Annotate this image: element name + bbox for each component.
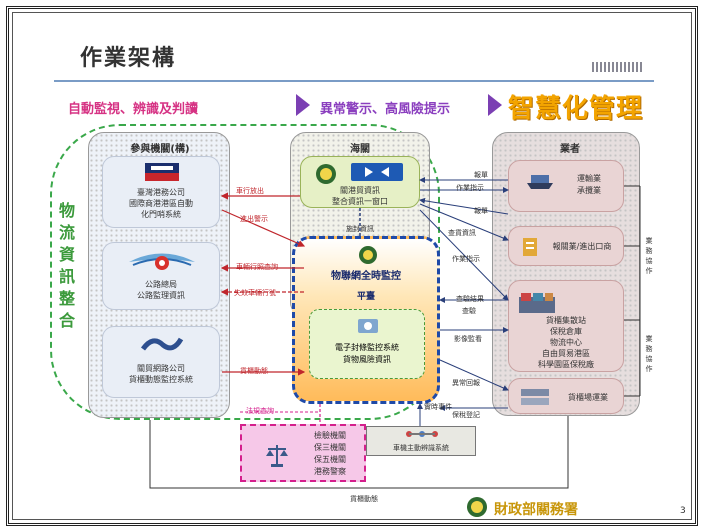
highway-bureau-box: 公路總局 公路監理資訊: [102, 242, 220, 310]
warehouse-line-4: 自由貿易港區: [542, 349, 590, 358]
tradevan-line-2: 貨櫃動態監控系統: [129, 375, 193, 384]
tradevan-box: 關貿網路公司 貨櫃動態監控系統: [102, 326, 220, 398]
iot-monitoring-platform: 物聯網全時監控 平臺 電子封條監控系統 貨物風險資訊: [292, 236, 440, 404]
customs-portal-line-2: 整合資訊一窗口: [332, 197, 388, 206]
side-title-char: 整: [58, 289, 75, 308]
enforcement-line-2: 保三機關: [314, 443, 346, 452]
flow-label: 保稅登記: [452, 411, 480, 419]
warehouse-line-5: 科學園區保稅廠: [538, 360, 594, 369]
platform-title: 物聯網全時監控: [331, 271, 401, 282]
flow-label: 查驗結果: [456, 295, 484, 303]
platform-subtitle: 平臺: [356, 292, 375, 302]
banner-step-1: 自動監視、辨識及判讀: [68, 102, 199, 117]
footer-agency: 財政部關務署: [494, 502, 578, 518]
container-yard-icon: [519, 293, 555, 313]
banner: 自動監視、辨識及判讀 異常警示、高風險提示 智慧化管理: [68, 92, 658, 124]
carrier-box: 運輸業 承攬業: [508, 160, 624, 212]
customs-emblem-icon: [359, 246, 377, 264]
enforcement-line-4: 港務警察: [314, 467, 346, 476]
e-seal-line-1: 電子封條監控系統: [335, 343, 399, 352]
flow-label: 業務協作: [645, 237, 653, 275]
customs-emblem-icon: [467, 497, 487, 517]
banner-step-3: 智慧化管理: [508, 94, 644, 124]
column-head-customs: 海關: [350, 144, 370, 155]
containers-icon: [521, 389, 549, 405]
broker-line-1: 報關業/進出口商: [552, 242, 612, 251]
decorative-dots: [592, 62, 644, 72]
tradevan-logo-icon: [140, 337, 184, 351]
transport-box: 貨櫃場運業: [508, 378, 624, 414]
port-company-box: 臺灣港務公司 國際商港港區自動 化門哨系統: [102, 156, 220, 228]
slide-inner-frame: [12, 12, 692, 520]
flow-label: 報單: [474, 171, 488, 179]
transport-line-1: 貨櫃場運業: [568, 393, 608, 402]
flow-label: 業務協作: [645, 335, 653, 373]
warehouse-line-3: 物流中心: [550, 338, 582, 347]
flow-label: 貨櫃動態: [240, 367, 268, 375]
network-icon: [358, 319, 378, 333]
page-number: 3: [680, 506, 686, 516]
flow-label: 影像監看: [454, 335, 482, 343]
document-icon: [523, 238, 537, 256]
flow-label: 異常回報: [452, 379, 480, 387]
side-title-char: 資: [58, 245, 75, 264]
side-title-char: 物: [58, 201, 75, 220]
flow-label: 貨櫃動態: [350, 495, 378, 503]
port-company-line-3: 化門哨系統: [141, 210, 181, 219]
customs-portal-box: 關港貿資訊 整合資訊一窗口: [300, 156, 420, 208]
banner-step-2: 異常警示、高風險提示: [320, 102, 451, 117]
chevron-right-icon: [488, 94, 502, 116]
column-head-operators: 業者: [560, 144, 580, 155]
flow-label: 作業指示: [456, 184, 484, 192]
port-company-line-1: 臺灣港務公司: [137, 188, 185, 197]
flow-label: 法規查詢: [246, 407, 274, 415]
port-company-logo-icon: [145, 163, 179, 181]
highway-bureau-line-2: 公路監理資訊: [137, 291, 185, 300]
warehouse-line-2: 保稅倉庫: [550, 327, 582, 336]
flow-label: 施封資訊: [346, 225, 374, 233]
flow-label: 進出警示: [240, 215, 268, 223]
enforcement-line-3: 保五機關: [314, 455, 346, 464]
highway-bureau-logo-icon: [129, 253, 195, 270]
customs-emblem-icon: [316, 164, 336, 184]
flow-label: 車輛行照查詢: [236, 263, 278, 271]
vehicle-recognition-label: 車機主動辨識系統: [393, 444, 449, 452]
warehouse-box: 貨櫃集散站 保稅倉庫 物流中心 自由貿易港區 科學園區保稅廠: [508, 280, 624, 372]
carrier-line-1: 運輸業: [577, 174, 601, 183]
broker-box: 報關業/進出口商: [508, 226, 624, 266]
flow-label: 失效車輛行號: [234, 289, 276, 297]
enforcement-agencies-box: 檢驗機關 保三機關 保五機關 港務警察: [240, 424, 366, 482]
side-title: 物 流 資 訊 整 合: [56, 200, 78, 332]
camera-network-icon: [406, 431, 438, 437]
carrier-line-2: 承攬業: [577, 186, 601, 195]
portal-logo-icon: [351, 163, 403, 181]
e-seal-line-2: 貨物風險資訊: [343, 355, 391, 364]
flow-label: 作業指示: [452, 255, 480, 263]
vehicle-recognition-box: 車機主動辨識系統: [366, 426, 476, 456]
side-title-char: 流: [58, 223, 75, 242]
side-title-char: 訊: [58, 267, 75, 286]
warehouse-line-1: 貨櫃集散站: [546, 316, 586, 325]
flow-label: 實時事件: [424, 403, 452, 411]
highway-bureau-line-1: 公路總局: [145, 280, 177, 289]
port-company-line-2: 國際商港港區自動: [129, 199, 193, 208]
slide-title: 作業架構: [80, 46, 177, 71]
title-underline: [54, 80, 654, 82]
column-head-agencies: 參與機關(構): [130, 144, 190, 155]
flow-label: 查貨資訊: [448, 229, 476, 237]
chevron-right-icon: [296, 94, 310, 116]
flow-label: 車行放出: [236, 187, 264, 195]
e-seal-system-box: 電子封條監控系統 貨物風險資訊: [309, 309, 425, 379]
flow-label: 查驗: [462, 307, 476, 315]
scales-of-justice-icon: [266, 445, 288, 467]
flow-label: 報單: [474, 207, 488, 215]
customs-portal-line-1: 關港貿資訊: [340, 186, 380, 195]
side-title-char: 合: [58, 311, 75, 330]
slide-frame: [6, 6, 698, 526]
ship-icon: [527, 175, 553, 189]
enforcement-line-1: 檢驗機關: [314, 431, 346, 440]
tradevan-line-1: 關貿網路公司: [137, 364, 185, 373]
